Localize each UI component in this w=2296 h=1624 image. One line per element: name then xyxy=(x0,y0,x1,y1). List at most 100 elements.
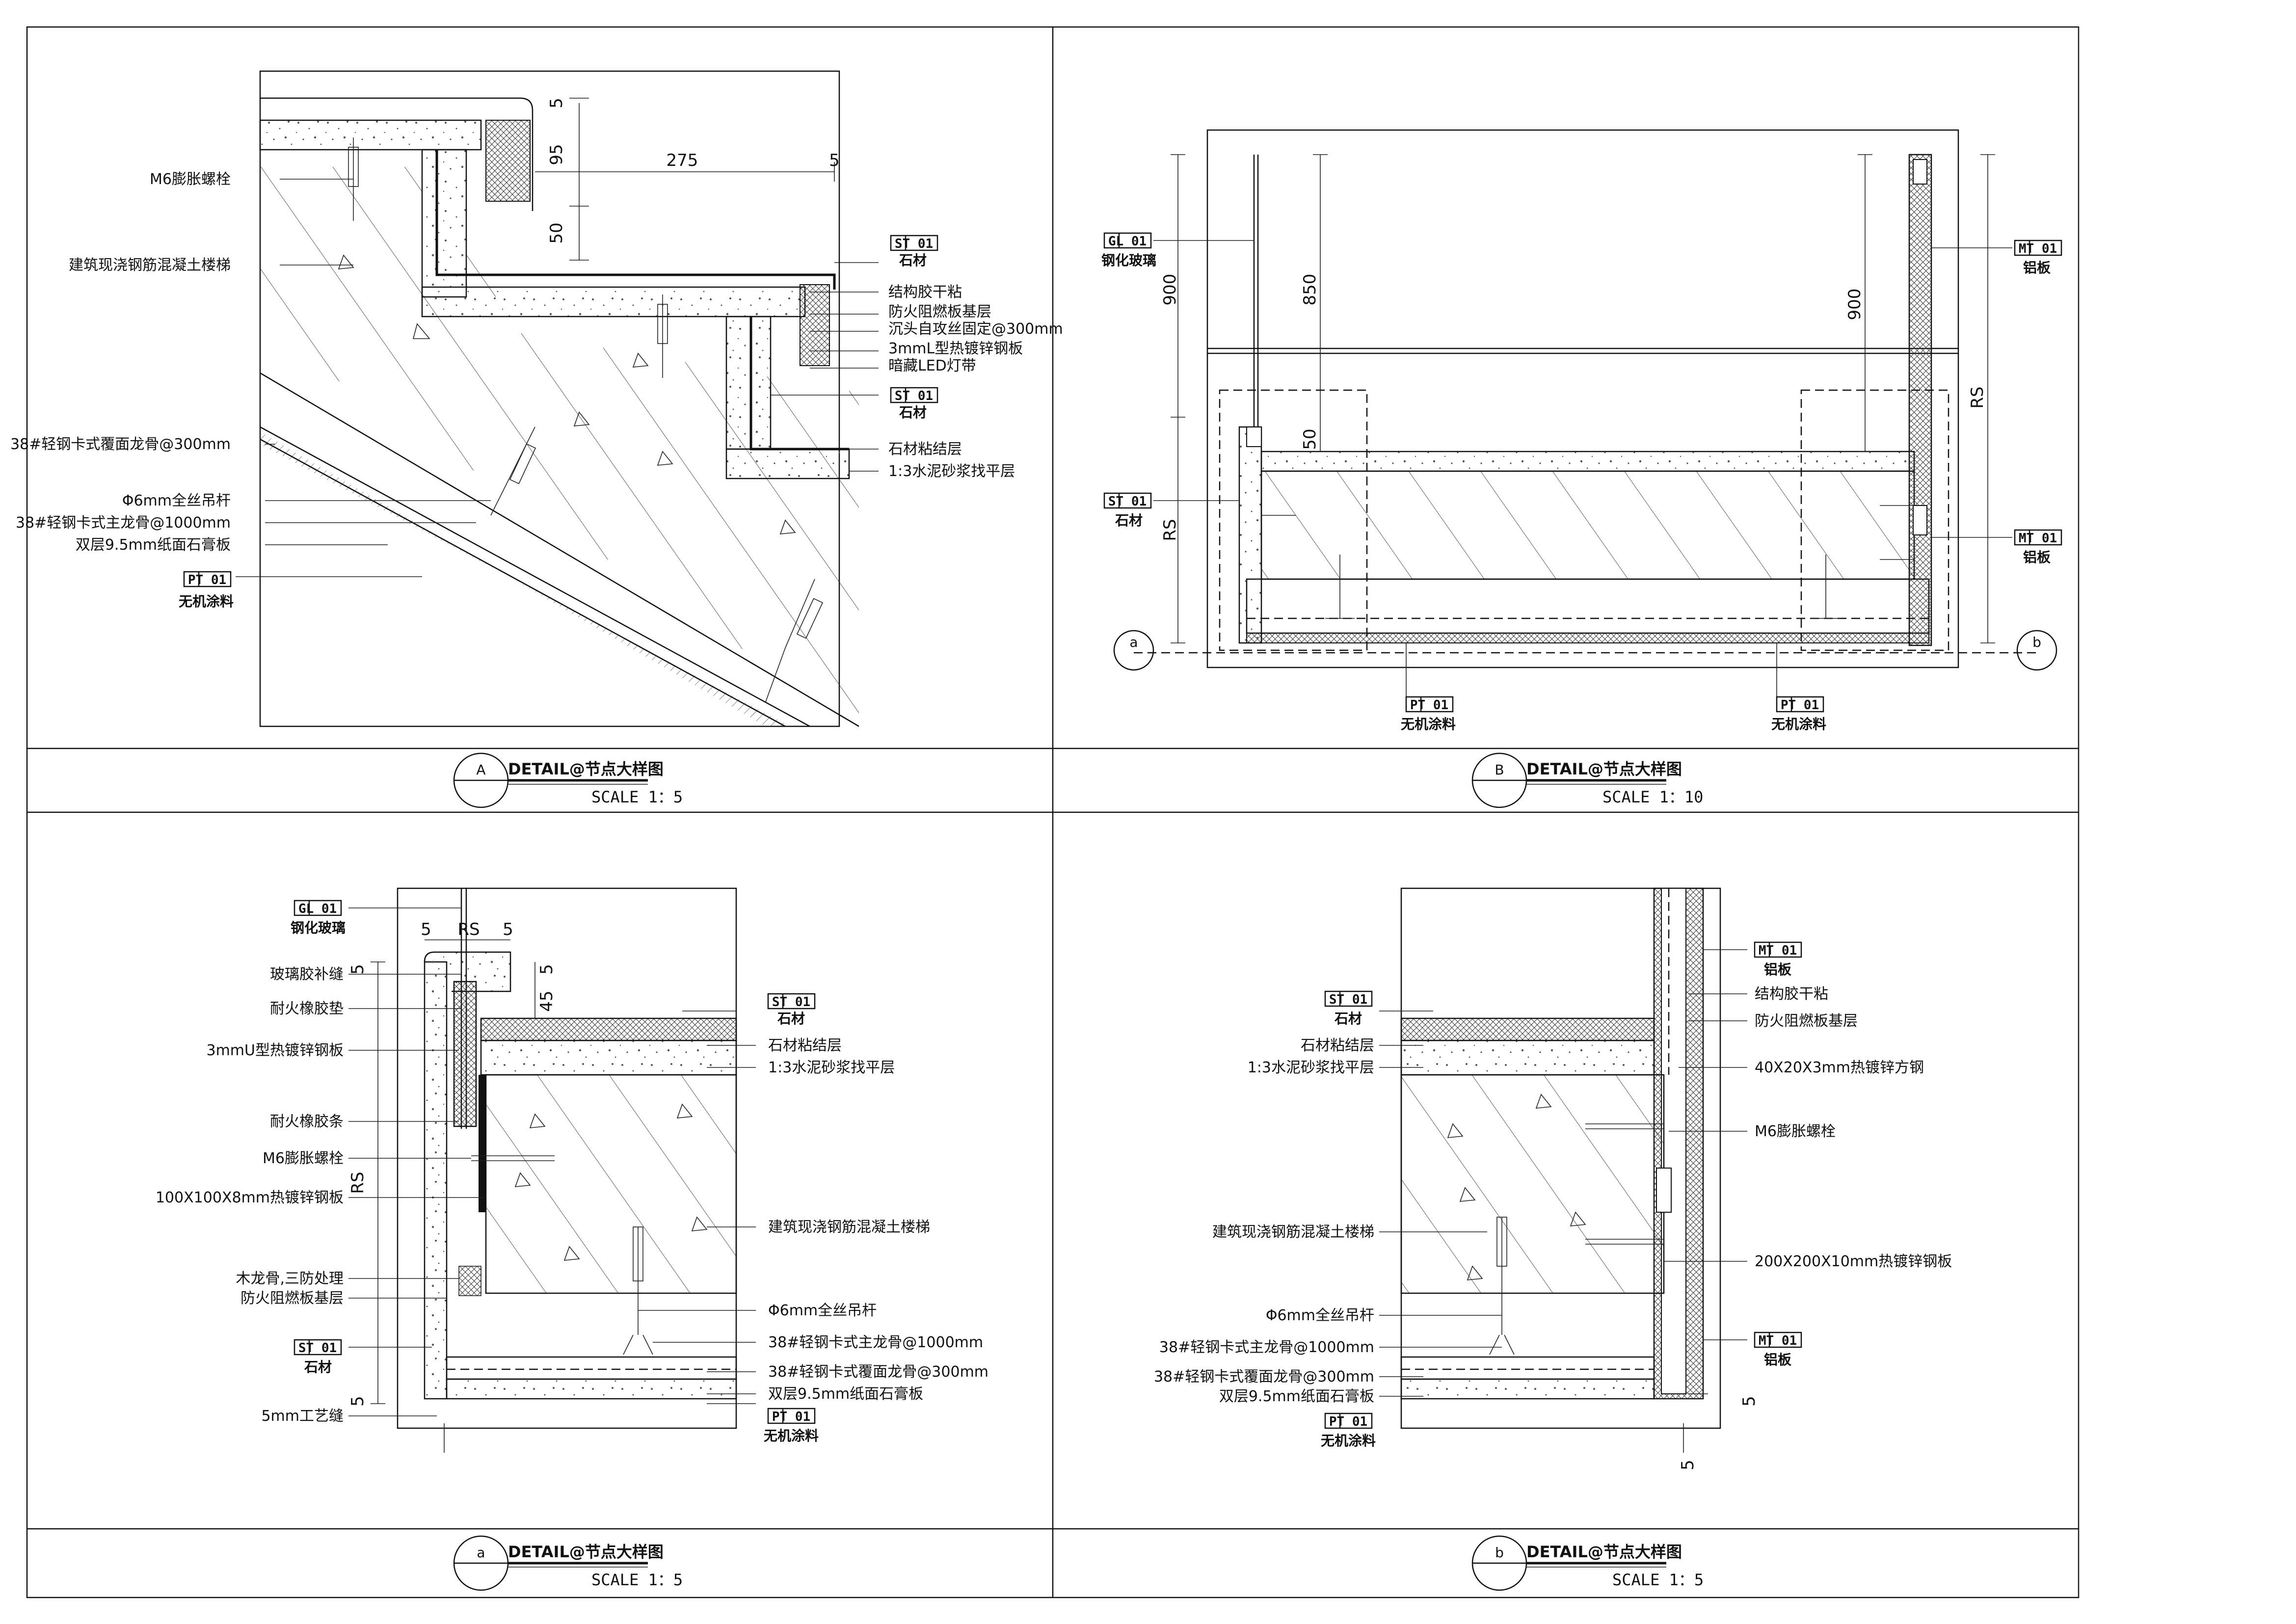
svg-text:PT 01: PT 01 xyxy=(1410,698,1448,713)
tag-pt01-b-lower: PT 01 xyxy=(1324,1412,1373,1429)
label-gypsum-a: 双层9.5mm纸面石膏板 xyxy=(768,1385,923,1403)
tag-st01-a-left: ST 01 xyxy=(294,1339,342,1356)
label-glass-b: 钢化玻璃 xyxy=(1101,252,1156,268)
svg-text:B: B xyxy=(1495,762,1504,778)
label-cover-keel-a: 38#轻钢卡式覆面龙骨@300mm xyxy=(768,1363,988,1381)
label-struct-glue-b: 结构胶干粘 xyxy=(1755,985,1828,1003)
label-steel-plate-200: 200X200X10mm热镀锌钢板 xyxy=(1755,1253,1952,1270)
label-gypsum-b: 双层9.5mm纸面石膏板 xyxy=(1219,1388,1374,1405)
svg-text:a: a xyxy=(477,1544,485,1561)
label-concrete-b: 建筑现浇钢筋混凝土楼梯 xyxy=(1212,1224,1374,1241)
tag-pt01-a-right: PT 01 xyxy=(767,1408,816,1424)
label-steel-plate-100: 100X100X8mm热镀锌钢板 xyxy=(156,1189,344,1206)
svg-text:GL 01: GL 01 xyxy=(1108,234,1147,249)
dim-5-right: 5 xyxy=(829,151,840,170)
tag-pt01-b1: PT 01 xyxy=(1405,696,1454,713)
dim-5-e: 5 xyxy=(348,1396,368,1407)
label-fire-board-a: 防火阻燃板基层 xyxy=(240,1290,344,1307)
svg-text:PT 01: PT 01 xyxy=(1329,1414,1367,1429)
dim-rs-a-top: RS xyxy=(457,920,480,939)
panel-a-title-text: DETAIL@节点大样图 xyxy=(508,760,664,778)
panel-b-detail: 900 850 50 900 RS RS a b GL 01 钢化玻璃 xyxy=(1101,129,2062,808)
label-glass-a: 钢化玻璃 xyxy=(291,920,346,936)
svg-text:ST 01: ST 01 xyxy=(895,237,933,251)
label-paint-b2: 无机涂料 xyxy=(1771,716,1826,732)
label-l-steel: 3mmL型热镀锌钢板 xyxy=(888,340,1023,357)
svg-text:PT 01: PT 01 xyxy=(1781,698,1819,713)
svg-text:ST 01: ST 01 xyxy=(1329,992,1367,1007)
label-stone-bond-a: 石材粘结层 xyxy=(768,1037,842,1054)
dim-900-left: 900 xyxy=(1160,274,1180,306)
tag-st01-a2: ST 01 xyxy=(890,387,938,403)
dim-5-b-bottom: 5 xyxy=(1678,1460,1698,1470)
tag-mt01-b2: MT 01 xyxy=(2014,529,2062,546)
panel-a-lower-title-text: DETAIL@节点大样图 xyxy=(508,1543,664,1561)
label-m6-bolt-a: M6膨胀螺栓 xyxy=(263,1150,344,1167)
label-alu-b-lower1: 铝板 xyxy=(1764,961,1791,978)
label-main-keel: 38#轻钢卡式主龙骨@1000mm xyxy=(16,514,231,532)
label-stone-a2: 石材 xyxy=(899,404,927,421)
panel-b-title-text: DETAIL@节点大样图 xyxy=(1526,760,1682,778)
label-stone-a-right: 石材 xyxy=(777,1011,805,1027)
label-glue-seam: 玻璃胶补缝 xyxy=(270,966,344,983)
label-stone-bond: 石材粘结层 xyxy=(888,441,962,458)
panel-a-lower-title: a DETAIL@节点大样图 SCALE 1：5 xyxy=(453,1535,683,1591)
label-struct-glue: 结构胶干粘 xyxy=(888,284,962,301)
tag-st01-a1: ST 01 xyxy=(890,235,938,251)
tag-gl01-b: GL 01 xyxy=(1103,232,1152,249)
panel-a-title: A DETAIL@节点大样图 SCALE 1：5 xyxy=(453,752,683,808)
dim-5-top: 5 xyxy=(547,98,566,108)
tag-mt01-b-lower2: MT 01 xyxy=(1754,1331,1802,1348)
label-paint-b: 无机涂料 xyxy=(1321,1433,1376,1449)
label-mortar: 1:3水泥砂浆找平层 xyxy=(888,463,1015,480)
tag-mt01-b-lower1: MT 01 xyxy=(1754,941,1802,958)
tag-mt01-b1: MT 01 xyxy=(2014,240,2062,256)
svg-text:ST 01: ST 01 xyxy=(772,995,810,1010)
label-hanger-b: Φ6mm全丝吊杆 xyxy=(1266,1307,1374,1324)
label-mortar-b: 1:3水泥砂浆找平层 xyxy=(1248,1059,1374,1076)
dim-5-c: 5 xyxy=(537,964,557,975)
panel-a-scale: SCALE 1：5 xyxy=(591,788,683,806)
marker-a: a xyxy=(1113,630,1154,671)
sheet-frame xyxy=(26,26,2080,1598)
dim-rs-right: RS xyxy=(1968,386,1987,408)
panel-b-lower-detail: 5 5 ST 01 石材 石材粘结层 1:3水泥砂浆找平层 建筑现浇钢筋混凝土楼… xyxy=(1154,887,1952,1591)
tag-st01-a-right: ST 01 xyxy=(767,993,816,1010)
panel-a-detail: 5 95 275 5 50 M6膨胀螺栓 建筑现浇钢筋混凝土楼梯 38#轻钢卡式… xyxy=(10,70,1063,808)
label-paint: 无机涂料 xyxy=(179,593,234,610)
marker-b: b xyxy=(2016,630,2057,671)
tag-st01-b: ST 01 xyxy=(1103,492,1152,509)
dim-95: 95 xyxy=(547,144,566,165)
svg-text:GL 01: GL 01 xyxy=(298,902,337,916)
panel-b-scale: SCALE 1：10 xyxy=(1602,788,1703,806)
label-hanger-a: Φ6mm全丝吊杆 xyxy=(768,1302,877,1319)
label-rubber-strip: 耐火橡胶条 xyxy=(270,1113,344,1130)
dim-850: 850 xyxy=(1300,274,1320,306)
label-main-keel-a: 38#轻钢卡式主龙骨@1000mm xyxy=(768,1334,983,1351)
label-stone-a-left: 石材 xyxy=(304,1359,332,1375)
label-wood-keel: 木龙骨,三防处理 xyxy=(236,1270,344,1287)
svg-text:PT 01: PT 01 xyxy=(188,573,226,587)
label-alu-b2: 铝板 xyxy=(2023,549,2051,565)
svg-text:b: b xyxy=(2032,634,2041,650)
panel-a-lower-scale: SCALE 1：5 xyxy=(591,1571,683,1589)
dim-275: 275 xyxy=(667,151,698,170)
panel-b-lower-title: b DETAIL@节点大样图 SCALE 1：5 xyxy=(1471,1535,1704,1591)
label-stone-a1: 石材 xyxy=(899,252,927,268)
tag-pt01-b2: PT 01 xyxy=(1776,696,1824,713)
svg-text:ST 01: ST 01 xyxy=(895,389,933,403)
svg-text:PT 01: PT 01 xyxy=(772,1410,810,1424)
svg-text:MT 01: MT 01 xyxy=(1759,943,1797,958)
label-gap-5mm: 5mm工艺缝 xyxy=(261,1408,344,1425)
label-screw: 沉头自攻丝固定@300mm xyxy=(888,320,1063,338)
tag-gl01-a: GL 01 xyxy=(294,900,342,916)
label-gypsum: 双层9.5mm纸面石膏板 xyxy=(76,536,231,554)
dim-rs-left: RS xyxy=(1160,519,1180,541)
label-paint-b1: 无机涂料 xyxy=(1401,716,1456,732)
dim-50: 50 xyxy=(1300,428,1320,450)
dim-5-b-right: 5 xyxy=(1739,1396,1759,1407)
label-rubber-pad: 耐火橡胶垫 xyxy=(270,1000,344,1017)
dim-rs-a-left: RS xyxy=(348,1171,368,1194)
label-stone-bond-b: 石材粘结层 xyxy=(1301,1037,1374,1054)
